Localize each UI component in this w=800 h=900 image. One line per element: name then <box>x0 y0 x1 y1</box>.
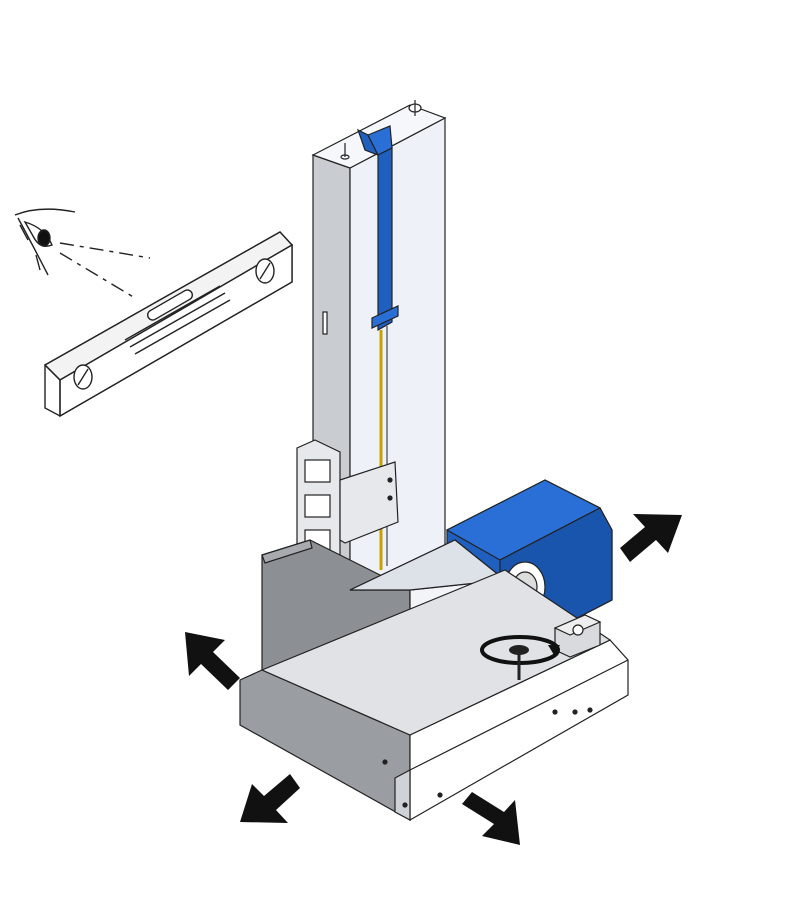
rotate-adjust-icon <box>480 635 560 680</box>
arrow-up-right <box>620 514 682 562</box>
terminal-box <box>553 614 602 658</box>
arrow-down-right <box>462 792 520 845</box>
arrow-down-left <box>240 774 300 823</box>
eye-icon <box>14 208 151 299</box>
spirit-level-icon <box>43 231 294 418</box>
machine-base <box>239 539 629 822</box>
arrow-up-left <box>185 632 240 690</box>
